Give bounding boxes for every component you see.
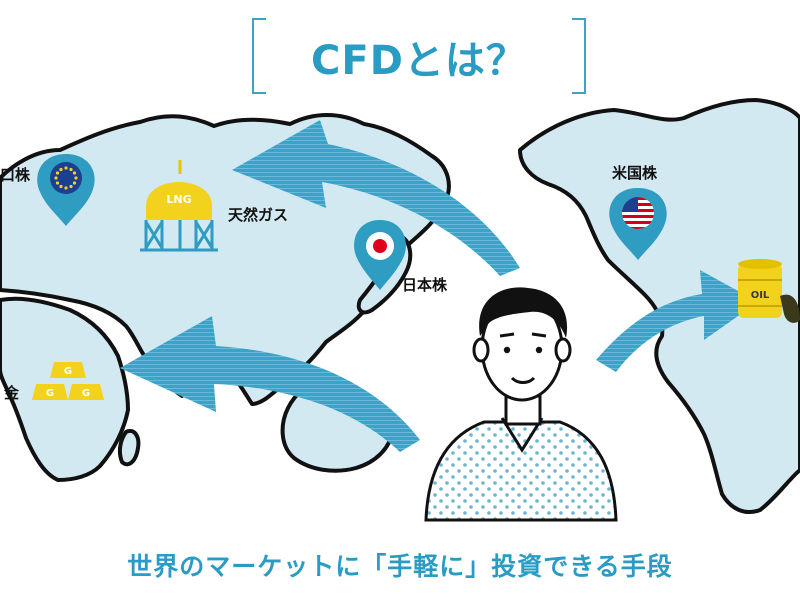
page-title: CFDとは？ — [311, 38, 527, 84]
oil-drum-text: OIL — [751, 290, 770, 301]
label-us-stocks: 米国株 — [612, 164, 658, 182]
madagascar-landmass — [117, 429, 141, 467]
oil-drum-icon: OIL — [738, 259, 800, 323]
gold-bar-text-3: G — [82, 388, 90, 399]
title-bracket-right — [572, 18, 586, 94]
gold-bar-text-1: G — [64, 366, 72, 377]
label-natural-gas: 天然ガス — [228, 206, 288, 224]
japan-map-pin-icon — [354, 220, 406, 290]
title-block: CFDとは？ — [252, 18, 586, 94]
gold-bar-text-2: G — [46, 388, 54, 399]
lng-tank-icon: LNG — [140, 160, 218, 252]
label-japan-stocks: 日本株 — [402, 276, 448, 294]
us-map-pin-icon — [609, 188, 667, 260]
arrow-to-oil — [596, 270, 758, 372]
page-subtitle: 世界のマーケットに「手軽に」投資できる手段 — [127, 552, 673, 581]
lng-tank-text: LNG — [166, 193, 191, 206]
title-bracket-left — [252, 18, 266, 94]
arrow-to-lng — [232, 120, 520, 276]
man-character-illustration — [424, 287, 618, 522]
gold-bars-icon: G G G — [32, 362, 104, 400]
label-gold: 金 — [3, 384, 20, 402]
arrow-to-gold — [120, 316, 420, 452]
eu-map-pin-icon — [37, 154, 95, 226]
label-europe-stocks: 口株 — [0, 166, 31, 184]
americas-landmass — [518, 98, 800, 514]
